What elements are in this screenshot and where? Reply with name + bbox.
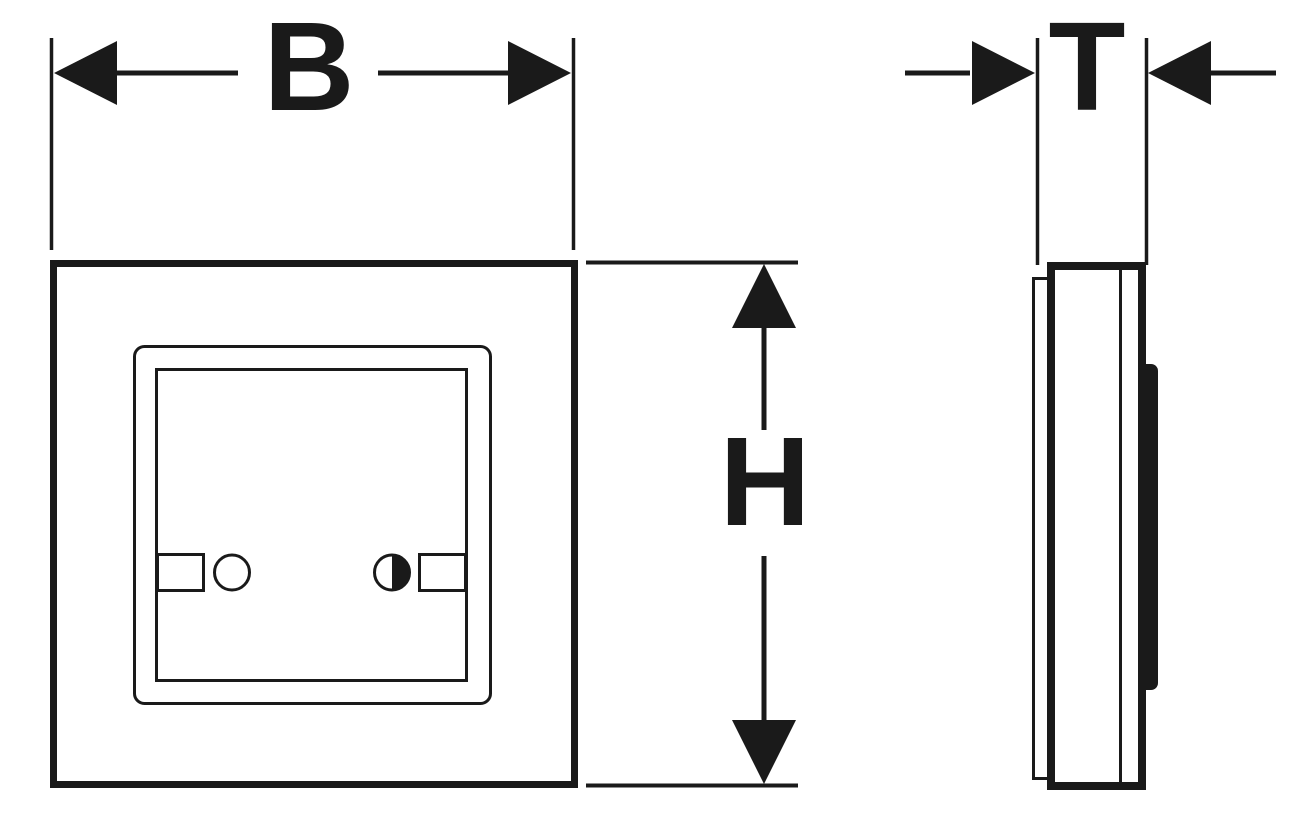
dim-b-arrow-right-icon <box>508 41 571 105</box>
dimension-B: B <box>49 0 576 250</box>
dim-h-arrow-down-icon <box>732 720 796 784</box>
left-pin-circle <box>213 553 251 592</box>
dim-h-arrow-up-icon <box>732 264 796 328</box>
side-clip-ridge <box>1139 364 1158 690</box>
side-view <box>1032 262 1158 790</box>
right-pin-half-fill <box>392 555 410 590</box>
front-button-plate <box>155 368 468 682</box>
side-back-strip <box>1032 277 1050 780</box>
dim-h-label: H <box>720 411 811 552</box>
dim-t-arrow-left-icon <box>972 41 1035 105</box>
right-slot <box>418 553 467 592</box>
front-view <box>50 260 578 788</box>
dimension-H: H <box>586 260 811 788</box>
dim-t-arrow-right-icon <box>1148 41 1211 105</box>
dim-b-arrow-left-icon <box>54 41 117 105</box>
dimension-T: T <box>905 0 1276 265</box>
dim-t-label: T <box>1049 0 1126 137</box>
left-slot <box>156 553 205 592</box>
dim-b-label: B <box>264 0 355 137</box>
side-body-outline <box>1047 262 1146 790</box>
